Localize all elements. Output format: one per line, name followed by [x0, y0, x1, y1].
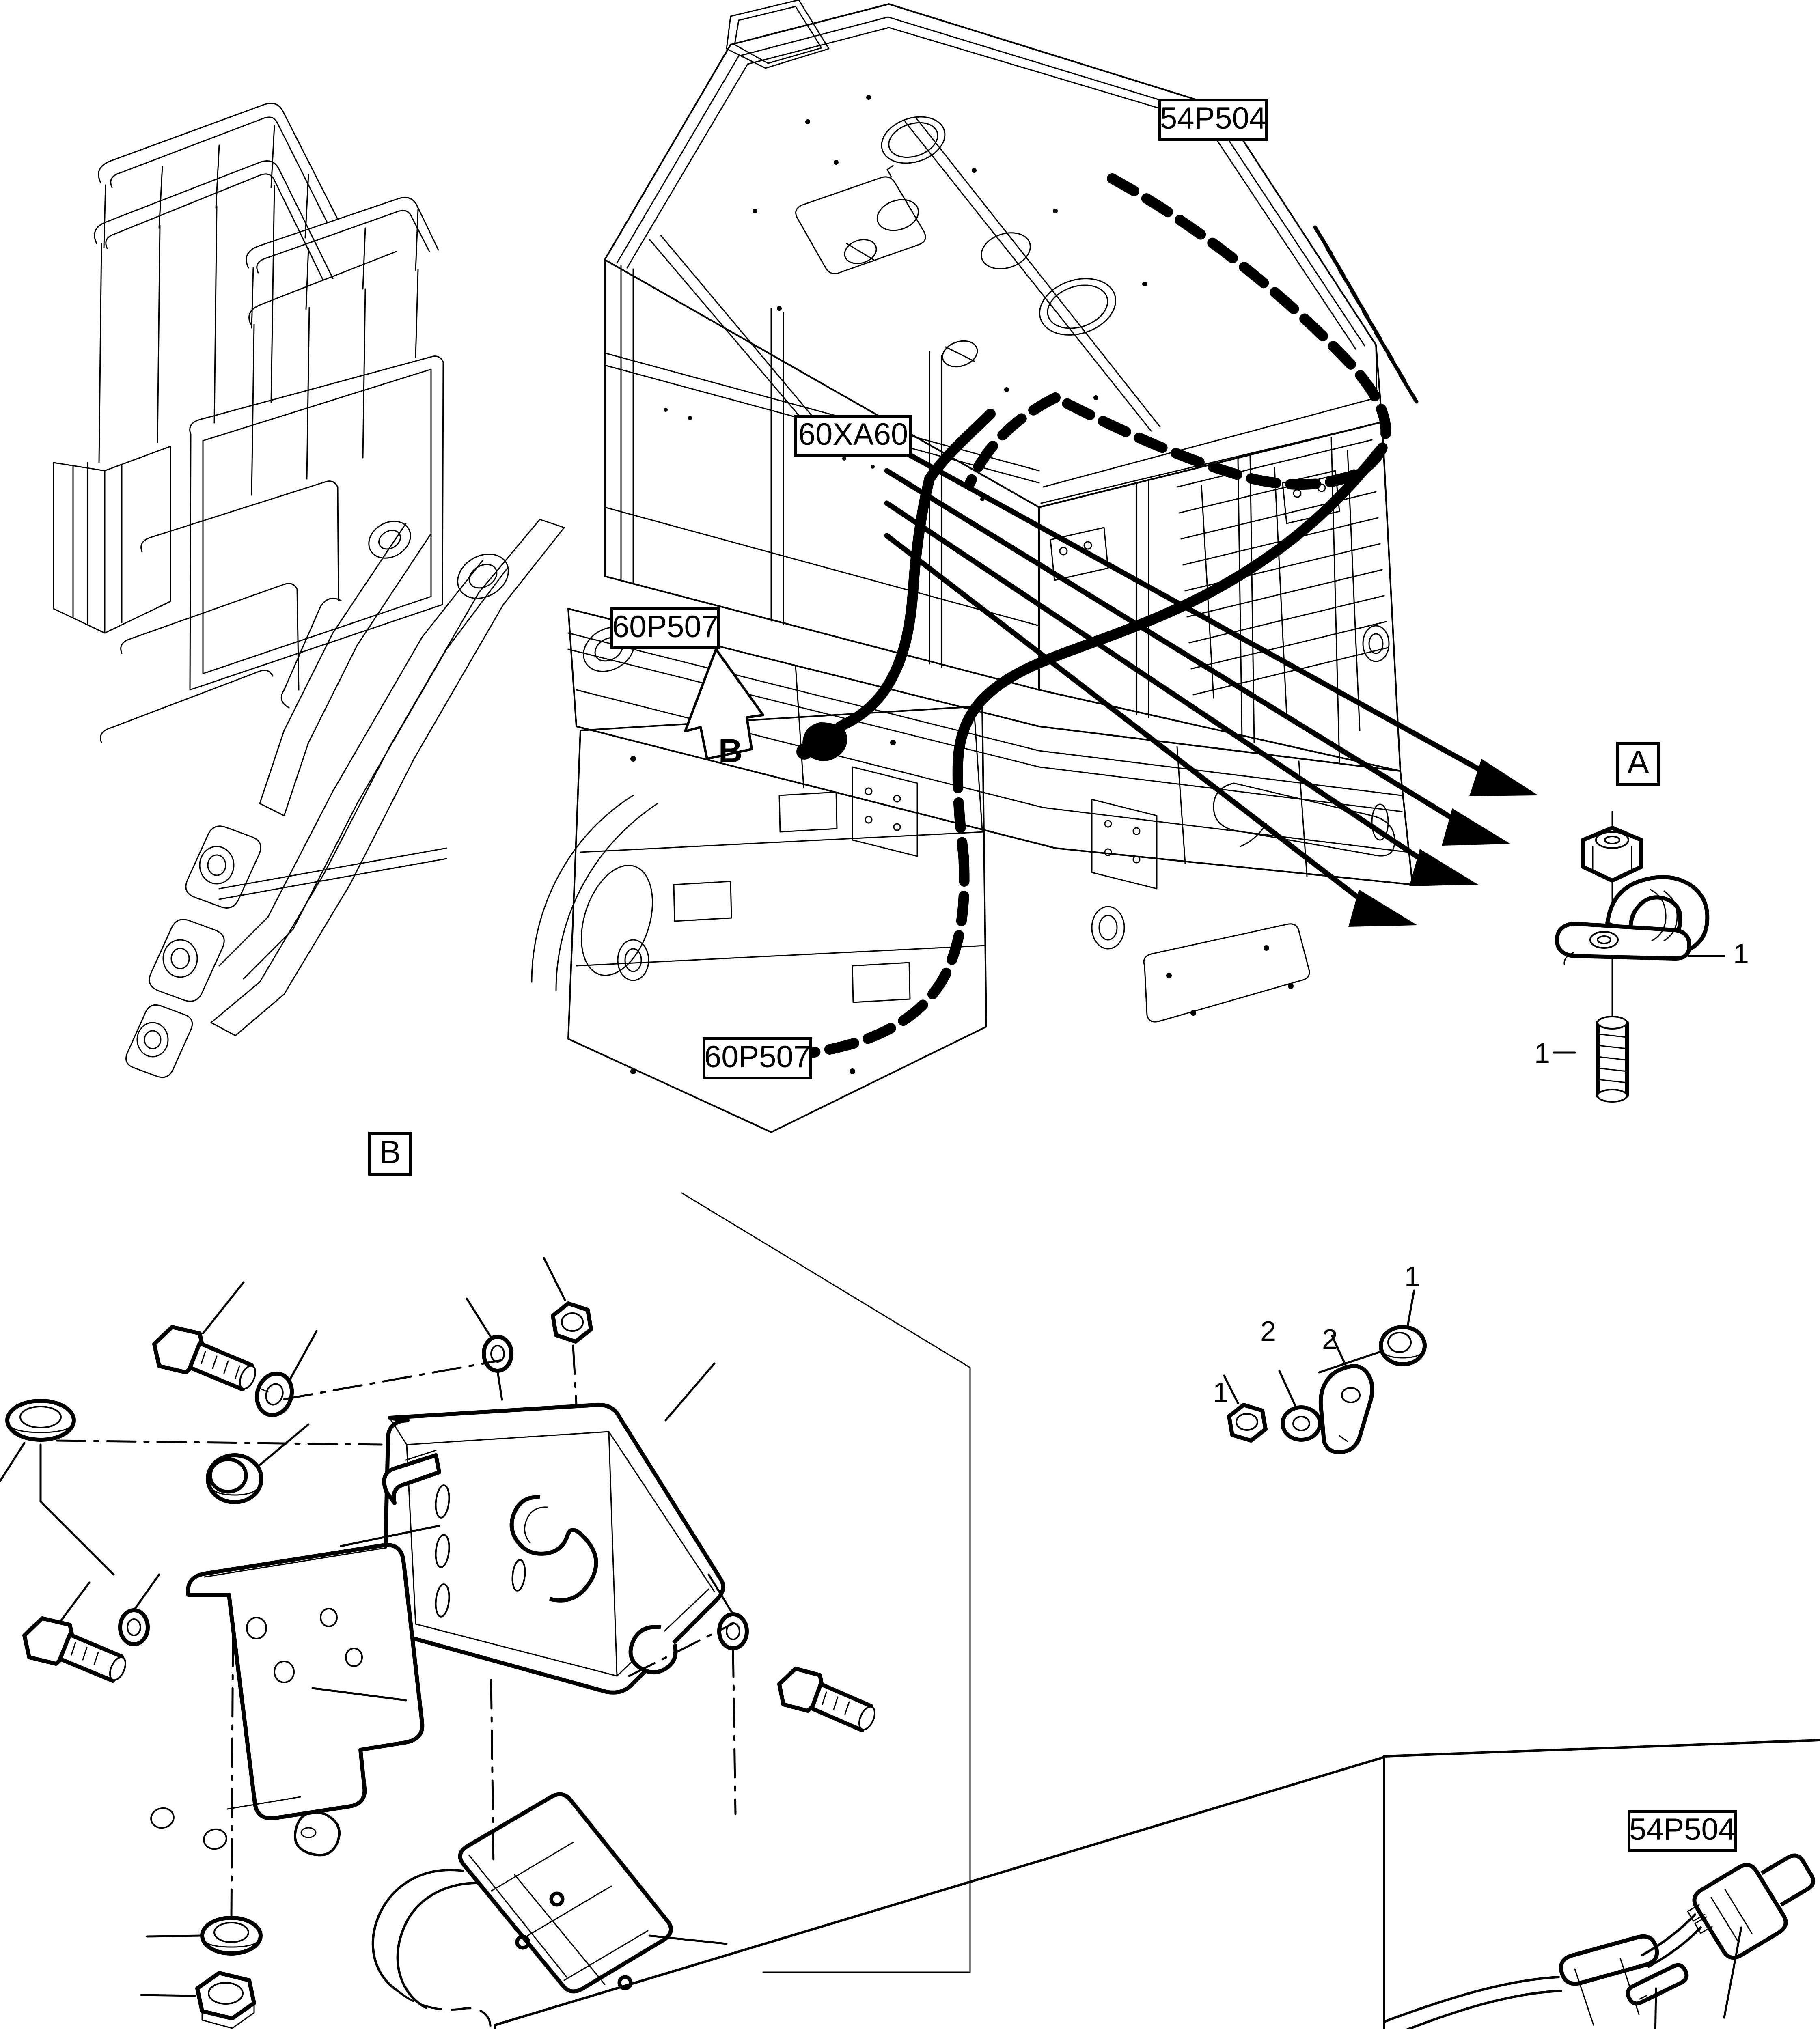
item-number-text: 2 [1260, 1315, 1276, 1347]
callout-54P504-main: 54P504 [1158, 99, 1268, 141]
item-number-A-clamp: 1 [1733, 939, 1749, 968]
p54-connector [1687, 1853, 1816, 1960]
item-number-A-bolt: 1 [1534, 1039, 1550, 1067]
B-right-small-parts [1223, 1289, 1427, 1454]
item-number-B-washer: 2 [1260, 1317, 1276, 1345]
callout-label: 54P504 [1629, 1812, 1736, 1847]
B-flat-washer-top [466, 1297, 513, 1373]
B-hex-bolt-upper [152, 1281, 257, 1391]
detail-marker-label: B [379, 1134, 401, 1170]
B-mounting-bracket [150, 1543, 425, 1850]
item-number-text: 1 [1534, 1037, 1550, 1069]
B-rubber-bushing-left [206, 1423, 310, 1504]
detail-B-bracket-assembly [0, 1192, 1427, 2029]
B-grommet-ring [0, 1399, 115, 1576]
detail-A-clamp-assembly [1553, 811, 1725, 1103]
p54-loose-pin [1626, 1963, 1689, 2006]
body-side-panels [100, 259, 1040, 743]
engine-hood-top-deck [604, 0, 1419, 508]
arrows-to-detail-A [884, 439, 1538, 927]
item-number-B-nut: 1 [1213, 1378, 1229, 1407]
panel-lower-right [1383, 1739, 1820, 2029]
counterweight-box [567, 705, 987, 1133]
harness-54P504 [965, 173, 1391, 490]
B-sensor-body [293, 1792, 728, 2029]
B-lock-washer-upper [254, 1330, 318, 1417]
p54-harness [1383, 1853, 1816, 2029]
item-number-text: 1 [1404, 1260, 1420, 1292]
access-platform-handrail [53, 103, 439, 634]
callout-label: 54P504 [1160, 101, 1267, 136]
detail-marker-B: B [368, 1132, 412, 1176]
B-hex-nut-top [543, 1257, 593, 1344]
callout-60P507-main-lower: 60P507 [703, 1037, 812, 1079]
item-number-text: 1 [1213, 1376, 1229, 1408]
callout-60XA60-main: 60XA60 [794, 415, 912, 457]
B-retaining-clip [1318, 1335, 1374, 1454]
callout-60P507-main-upper: 60P507 [610, 607, 720, 649]
B-small-nut [1223, 1374, 1268, 1443]
section-arrow-text: B [718, 732, 743, 769]
item-number-B-plate: 2 [1322, 1325, 1338, 1353]
section-arrow-label-B: B [718, 734, 742, 768]
B-bolt-washer-right [707, 1573, 876, 1732]
detail-A-bolt [1596, 1016, 1629, 1103]
B-sensor-shroud [340, 1362, 725, 1695]
loader-boom-assembly [125, 519, 658, 1078]
main-machine-view [53, 0, 1538, 1133]
callout-label: 60XA60 [798, 417, 908, 452]
callout-label: 60P507 [704, 1040, 811, 1074]
item-number-text: 1 [1733, 938, 1749, 969]
item-number-text: 2 [1322, 1323, 1338, 1355]
B-small-washer [1278, 1370, 1322, 1442]
panel-lower-left [494, 1756, 1385, 2029]
detail-A-p-clamp [1555, 875, 1710, 965]
B-bushing-right [1318, 1289, 1427, 1374]
detail-A-locknut [1581, 826, 1643, 883]
section-arrow-up-B [684, 648, 764, 760]
callout-label: 60P507 [612, 610, 719, 644]
item-number-B-bushing: 1 [1404, 1262, 1420, 1290]
B-bolt-left-mid [22, 1573, 160, 1683]
detail-marker-A: A [1616, 742, 1660, 786]
detail-marker-label: A [1627, 744, 1649, 780]
callout-54P504-panel: 54P504 [1628, 1810, 1737, 1852]
B-washer-nut-stack-lower [140, 1916, 263, 2029]
hood-vent-louvers [1313, 225, 1419, 404]
